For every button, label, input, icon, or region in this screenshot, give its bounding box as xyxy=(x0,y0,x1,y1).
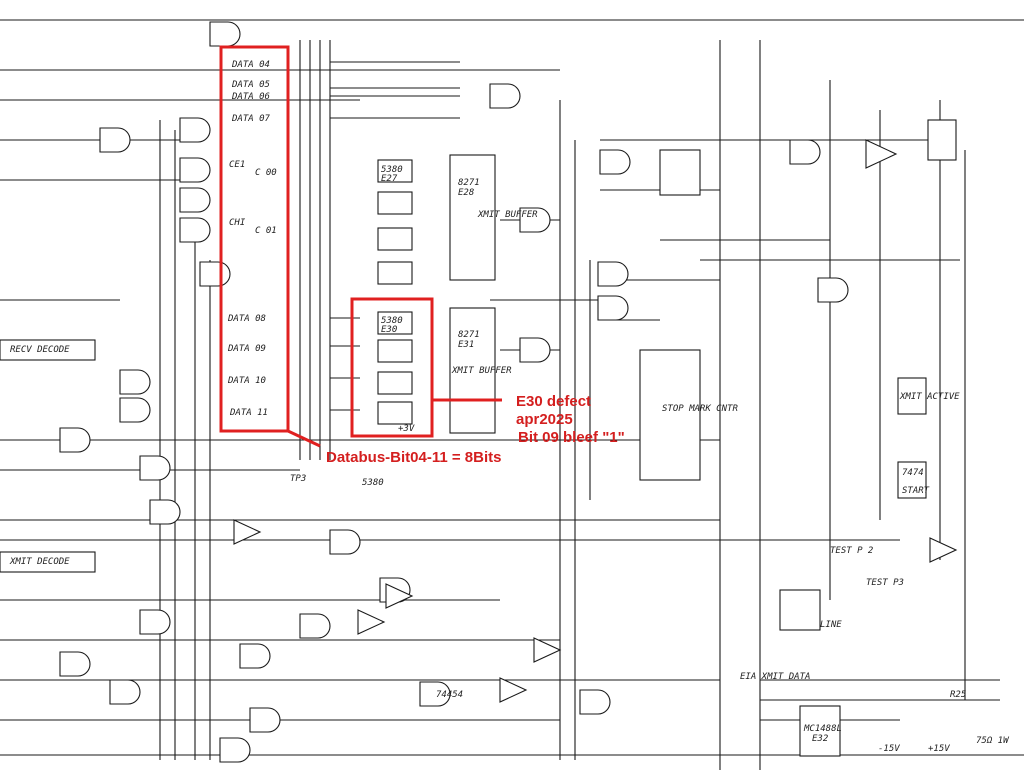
chip-buf1-a: 8271 xyxy=(458,178,480,188)
databus-pointer-line xyxy=(287,429,321,448)
label-data08: DATA 08 xyxy=(228,314,266,324)
label-tp3: TP3 xyxy=(290,474,307,484)
note-bit09: Bit 09 bleef "1" xyxy=(518,429,625,446)
label-rpm: 75Ω 1W xyxy=(976,736,1009,746)
label-data04: DATA 04 xyxy=(232,60,270,70)
label-xmit-active: XMIT ACTIVE xyxy=(900,392,960,402)
label-plus3v: +3V xyxy=(398,424,415,434)
label-test-p3: TEST P3 xyxy=(866,578,904,588)
e30-highlight-box xyxy=(350,297,434,438)
label-xmit-decode: XMIT DECODE xyxy=(10,557,70,567)
chip-e27-a: 5380 xyxy=(381,165,403,175)
label-data05: DATA 05 xyxy=(232,80,270,90)
label-start: START xyxy=(902,486,930,496)
chip-e34-a: 5380 xyxy=(362,478,384,488)
note-e30-defect: E30 defect xyxy=(516,393,592,410)
label-minus15: -15V xyxy=(878,744,900,754)
wiring xyxy=(0,19,1024,770)
chip-e32-a: MC1488L xyxy=(804,724,842,734)
label-line: LINE xyxy=(820,620,842,630)
chip-buf1-b: E28 xyxy=(458,188,475,198)
chip-buf2-a: 8271 xyxy=(458,330,480,340)
logic-gates xyxy=(0,21,958,763)
highlight-boxes xyxy=(219,45,502,448)
chip-e32-b: E32 xyxy=(812,734,829,744)
label-c01: C 01 xyxy=(255,226,277,236)
label-recv-decode: RECV DECODE xyxy=(10,345,70,355)
label-test-p2: TEST P 2 xyxy=(830,546,874,556)
databus-highlight-box xyxy=(219,45,290,433)
label-data07: DATA 07 xyxy=(232,114,270,124)
label-ce1: CE1 xyxy=(229,160,246,170)
chip-e30-b: E30 xyxy=(381,325,398,335)
chip-e39-a: 74454 xyxy=(436,690,464,700)
label-xmit-buffer-2: XMIT BUFFER xyxy=(452,366,512,376)
chip-e30-a: 5380 xyxy=(381,316,403,326)
label-chi: CHI xyxy=(229,218,246,228)
note-date: apr2025 xyxy=(516,411,573,428)
chip-buf2-b: E31 xyxy=(458,340,475,350)
label-xmit-buffer: XMIT BUFFER xyxy=(478,210,538,220)
label-c00: C 00 xyxy=(255,168,277,178)
chip-e27-b: E27 xyxy=(381,174,398,184)
label-data11: DATA 11 xyxy=(230,408,268,418)
label-eia: EIA XMIT DATA xyxy=(740,672,811,682)
label-data09: DATA 09 xyxy=(228,344,266,354)
note-databus: Databus-Bit04-11 = 8Bits xyxy=(326,449,502,466)
label-plus15: +15V xyxy=(928,744,950,754)
label-data06: DATA 06 xyxy=(232,92,270,102)
label-stop-mark: STOP MARK CNTR xyxy=(662,404,738,414)
label-data10: DATA 10 xyxy=(228,376,266,386)
label-r25: R25 xyxy=(950,690,967,700)
chip-e20-a: 7474 xyxy=(902,468,924,478)
